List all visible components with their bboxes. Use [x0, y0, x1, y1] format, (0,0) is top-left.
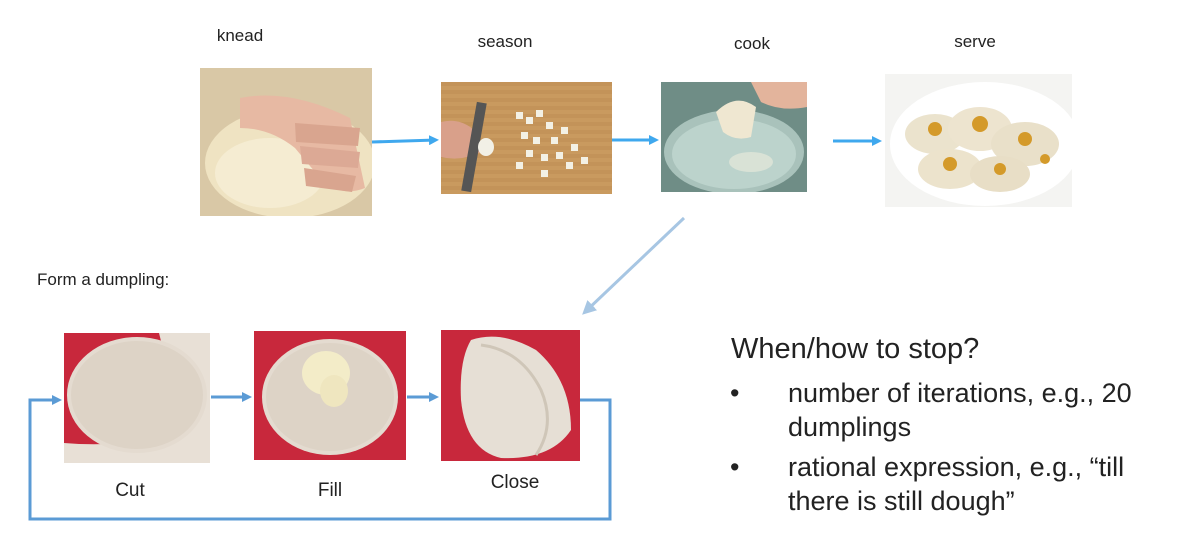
bullet-marker: • [730, 452, 740, 482]
step-label-knead: knead [216, 26, 264, 45]
step-label-cook: cook [734, 34, 770, 53]
criterion-text-line1: rational expression, e.g., “till [788, 452, 1125, 482]
stop-criterion-iterations: • number of iterations, e.g., 20 dumplin… [730, 376, 1185, 444]
serve-photo [885, 74, 1072, 207]
form-dumpling-label: Form a dumpling: [37, 270, 170, 289]
stop-criterion-expression: • rational expression, e.g., “till there… [730, 450, 1185, 518]
arrow-knead-to-season [371, 135, 439, 146]
cut-photo [64, 333, 210, 463]
knead-photo [200, 68, 372, 216]
close-photo [441, 330, 580, 461]
stop-criteria-list: • number of iterations, e.g., 20 dumplin… [730, 376, 1185, 524]
substep-label-cut: Cut [115, 480, 145, 501]
cook-photo [661, 82, 807, 192]
criterion-text-line2: dumplings [788, 412, 912, 442]
step-label-serve: serve [954, 32, 996, 51]
bullet-marker: • [730, 378, 740, 408]
season-photo [441, 82, 612, 194]
substep-label-close: Close [490, 472, 540, 493]
stop-title: When/how to stop? [731, 333, 980, 365]
fill-photo [254, 331, 406, 460]
criterion-text-line2: there is still dough” [788, 486, 1015, 516]
step-label-season: season [477, 32, 533, 51]
substep-label-fill: Fill [317, 480, 343, 501]
criterion-text-line1: number of iterations, e.g., 20 [788, 378, 1132, 408]
arrow-cook-to-form [582, 216, 686, 315]
